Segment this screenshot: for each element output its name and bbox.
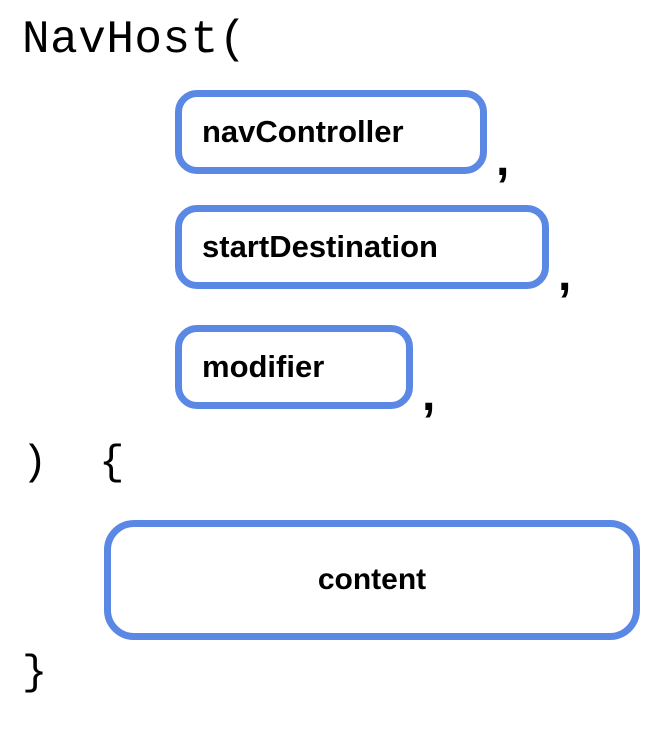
parameter-pill-modifier[interactable]: modifier (175, 325, 413, 409)
parameter-label-navcontroller: navController (202, 114, 404, 149)
parameter-row-navcontroller: navController , (175, 90, 509, 184)
parameter-row-startdestination: startDestination , (175, 205, 571, 299)
parameter-row-modifier: modifier , (175, 325, 435, 419)
parameter-label-startdestination: startDestination (202, 229, 438, 264)
code-line-navhost-open: NavHost( (22, 14, 247, 66)
content-pill[interactable]: content (104, 520, 640, 640)
parameter-pill-navcontroller[interactable]: navController (175, 90, 487, 174)
code-line-close-paren-open-brace: ) { (22, 439, 125, 487)
parameter-label-modifier: modifier (202, 349, 325, 384)
parameter-pill-startdestination[interactable]: startDestination (175, 205, 549, 289)
content-row: content (104, 520, 640, 640)
content-label: content (317, 563, 427, 596)
code-line-close-brace: } (22, 649, 48, 697)
